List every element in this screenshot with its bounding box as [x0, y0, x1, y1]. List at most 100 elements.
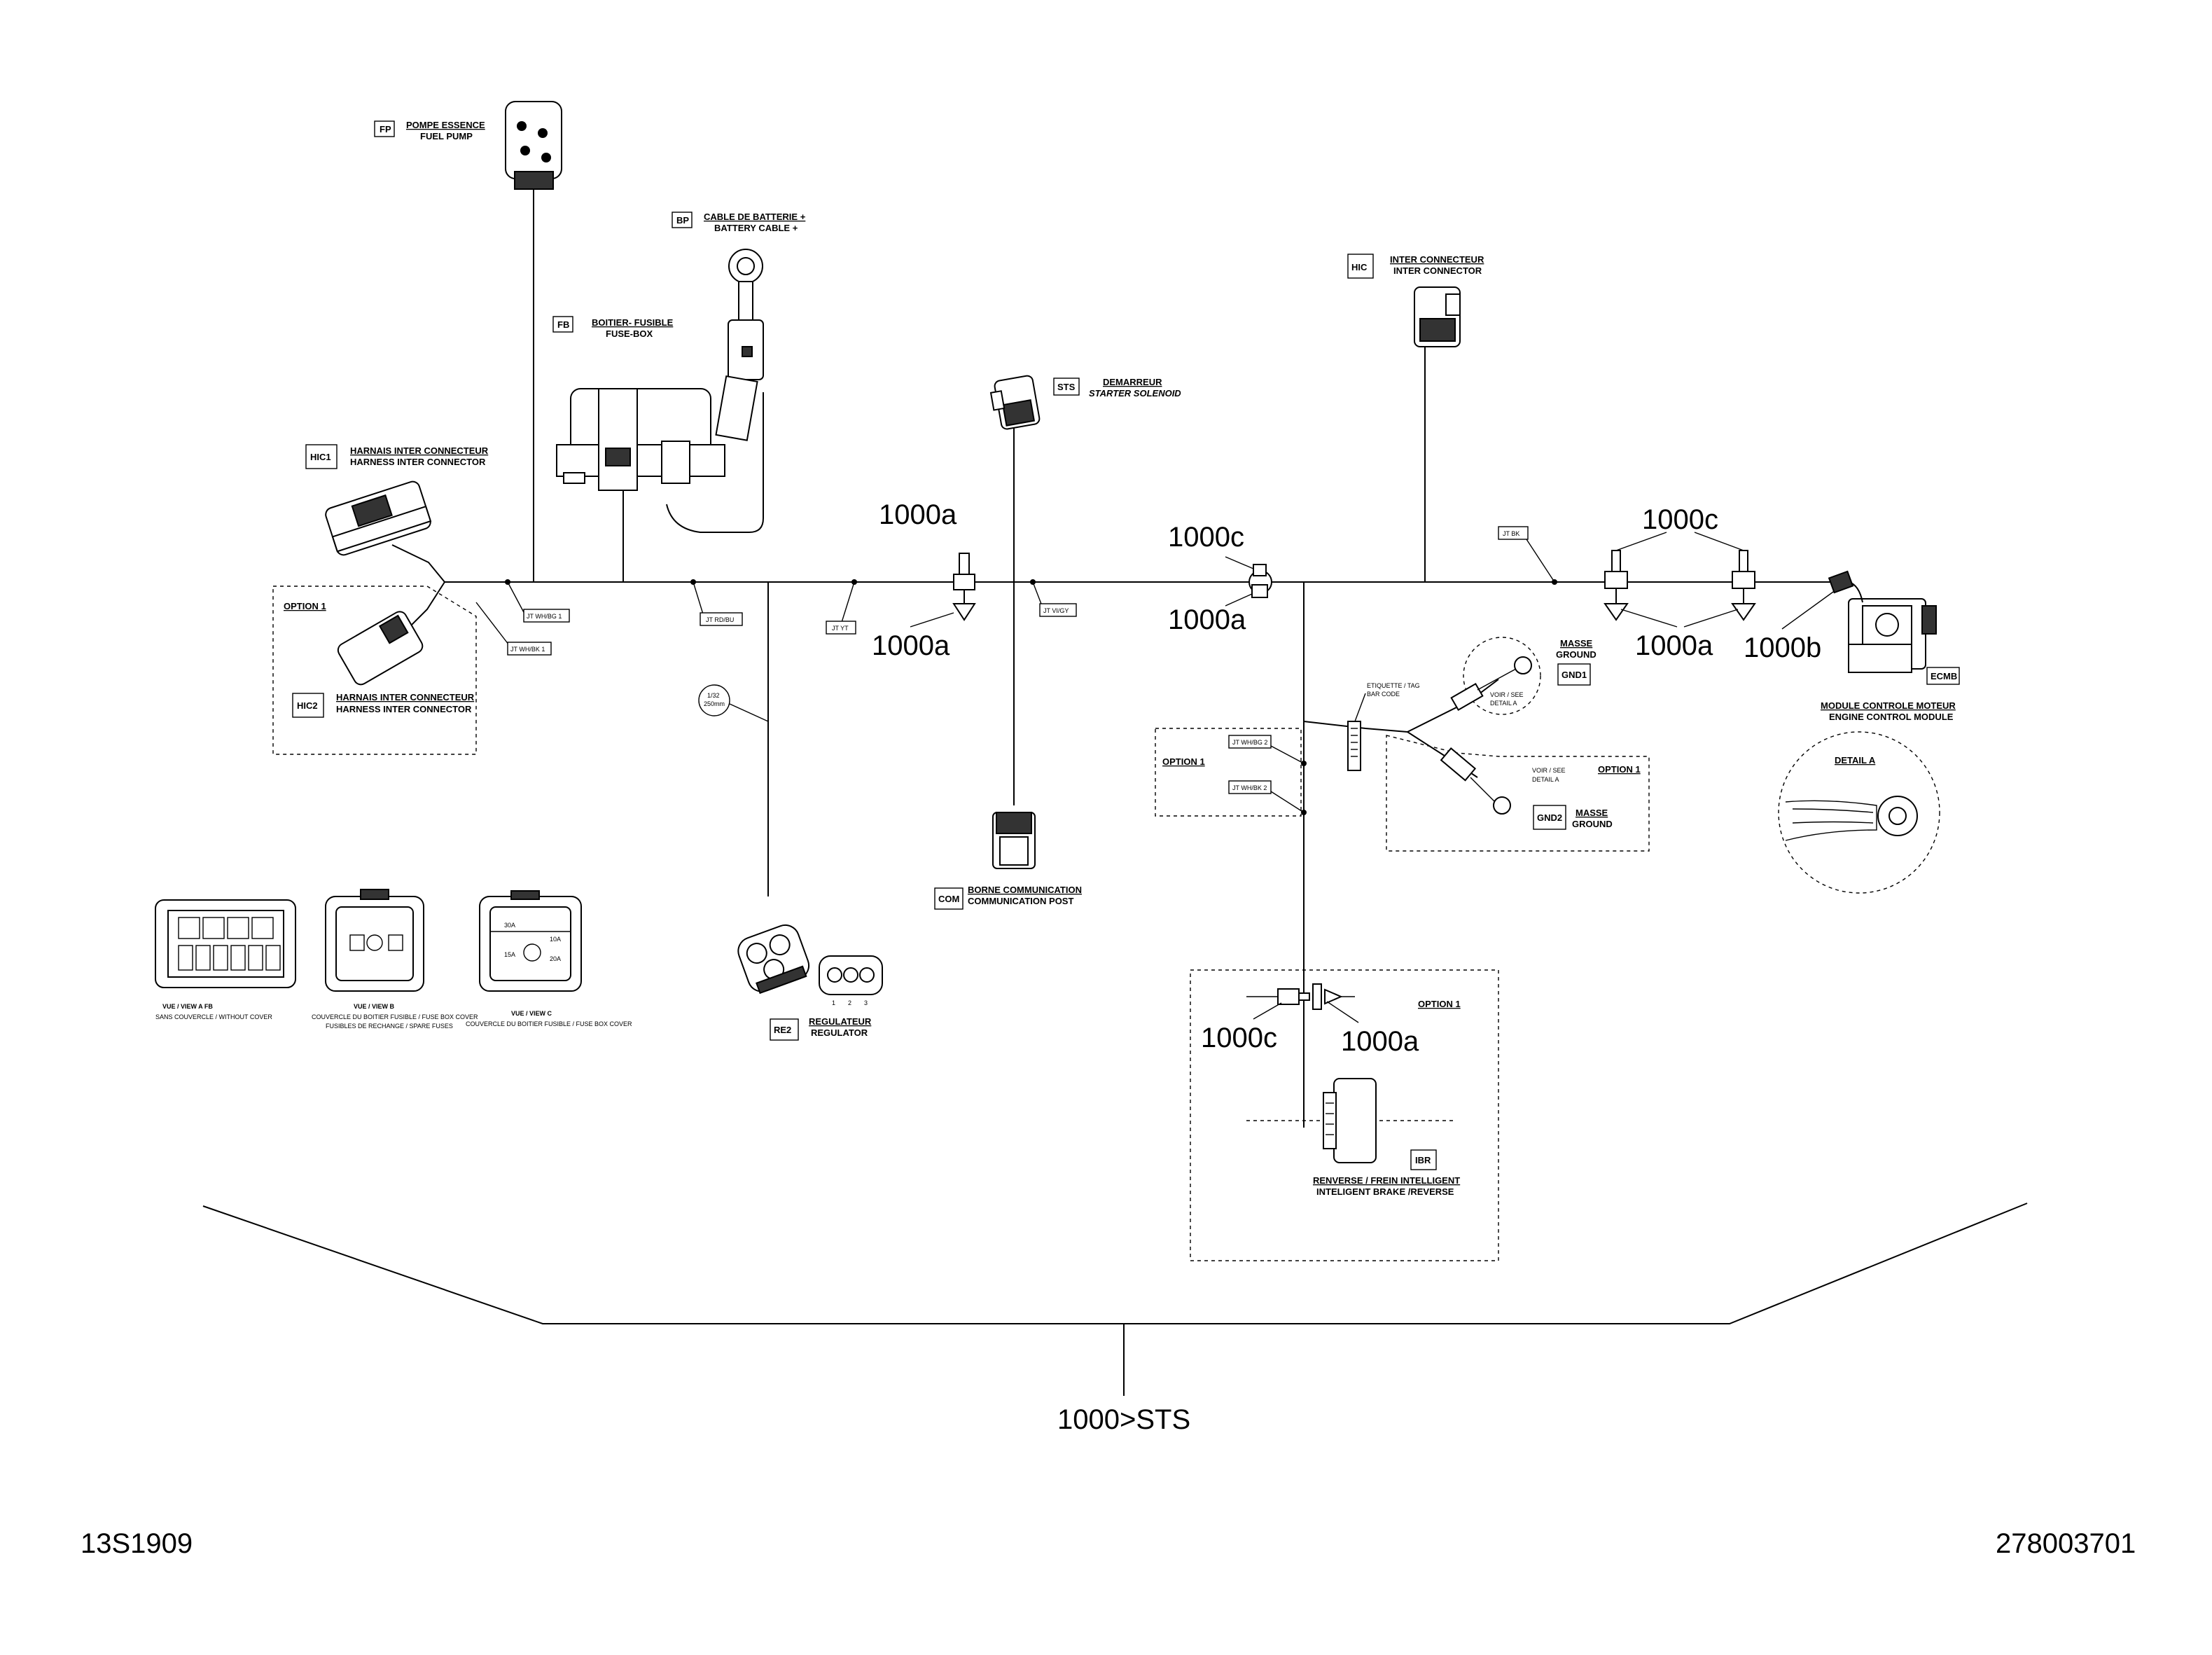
inter-connector-code: HIC — [1351, 262, 1368, 272]
callout-1000c-1: 1000c — [1168, 522, 1244, 553]
hic1-en: HARNESS INTER CONNECTOR — [350, 457, 486, 467]
svg-text:JT WH/BK 1: JT WH/BK 1 — [510, 646, 545, 653]
svg-text:JT WH/BK 2: JT WH/BK 2 — [1232, 784, 1267, 791]
svg-text:1/32: 1/32 — [707, 692, 720, 699]
option-box-ibr: OPTION 1 1000c 1000a IBR RENVERSE / FREI… — [1190, 969, 1499, 1261]
svg-text:DETAIL A: DETAIL A — [1490, 700, 1517, 707]
option-box-tape: OPTION 1 JT WH/BG 2 JT WH/BK 2 — [1155, 728, 1302, 817]
inter-connector — [1414, 286, 1461, 347]
callout-1000a-5: 1000a — [1341, 1026, 1419, 1057]
re2-code: RE2 — [774, 1025, 791, 1035]
svg-text:VOIR / SEE: VOIR / SEE — [1490, 691, 1524, 698]
gnd2-code: GND2 — [1537, 812, 1562, 823]
assembly-bracket: 1000>STS — [202, 1203, 2028, 1435]
tape-tag-4: JT YT — [826, 621, 856, 635]
starter-solenoid-code: STS — [1057, 382, 1076, 392]
barcode-tag: ETIQUETTE / TAG BAR CODE — [1347, 682, 1420, 771]
view-b-sub1: COUVERCLE DU BOITIER FUSIBLE / FUSE BOX … — [312, 1013, 478, 1020]
com-code: COM — [938, 894, 959, 904]
inter-connector-fr: INTER CONNECTEUR — [1390, 254, 1484, 265]
fuse-c-20a: 20A — [550, 955, 561, 962]
callout-1000c-2: 1000c — [1642, 504, 1718, 535]
option-box-hic2: OPTION 1 HIC2 HARNAIS INTER CONNECTEUR H… — [272, 586, 477, 755]
hic1-fr: HARNAIS INTER CONNECTEUR — [350, 445, 489, 456]
tape-tag-6: JT BK — [1498, 526, 1529, 540]
battery-cable-terminal — [715, 249, 764, 441]
fuse-c-30a: 30A — [504, 922, 515, 929]
gnd1-code: GND1 — [1561, 670, 1587, 680]
ecm-code: ECMB — [1931, 671, 1957, 681]
ecm-fr: MODULE CONTROLE MOTEUR — [1821, 700, 1956, 711]
svg-text:250mm: 250mm — [704, 700, 725, 707]
detail-a-title: DETAIL A — [1835, 755, 1876, 766]
view-b-title: VUE / VIEW B — [354, 1003, 395, 1010]
fuse-view-c: 30A 15A 10A 20A VUE / VIEW C COUVERCLE D… — [466, 890, 632, 1027]
view-a-sub: SANS COUVERCLE / WITHOUT COVER — [155, 1013, 272, 1020]
gnd1-fr: MASSE — [1560, 638, 1593, 649]
svg-text:JT BK: JT BK — [1503, 530, 1519, 537]
fuse-c-15a: 15A — [504, 951, 515, 958]
svg-text:1: 1 — [832, 999, 835, 1006]
inter-connector-label: HIC INTER CONNECTEUR INTER CONNECTOR — [1347, 254, 1484, 279]
hic2-code: HIC2 — [297, 700, 318, 711]
svg-text:JT WH/BG 2: JT WH/BG 2 — [1232, 739, 1267, 746]
assembly-label: 1000>STS — [1057, 1404, 1190, 1435]
callout-1000a-1: 1000a — [879, 499, 957, 530]
option-label-hic2: OPTION 1 — [284, 601, 326, 611]
battery-cable-code: BP — [676, 215, 689, 226]
tape-tag-3: JT RD/BU — [700, 612, 743, 626]
callout-1000c-3: 1000c — [1201, 1023, 1277, 1053]
splice-2 — [1248, 564, 1272, 598]
fuse-c-10a: 10A — [550, 936, 561, 943]
ecm-en: ENGINE CONTROL MODULE — [1829, 712, 1954, 722]
view-c-title: VUE / VIEW C — [511, 1010, 552, 1017]
view-a-title: VUE / VIEW A FB — [162, 1003, 213, 1010]
starter-solenoid-fr: DEMARREUR — [1103, 377, 1162, 387]
svg-text:JT RD/BU: JT RD/BU — [706, 616, 734, 623]
fuse-box-label: FB BOITIER- FUSIBLE FUSE-BOX — [552, 316, 674, 339]
re2-en: REGULATOR — [811, 1027, 868, 1038]
com-en: COMMUNICATION POST — [968, 896, 1073, 906]
ibr-code: IBR — [1415, 1155, 1431, 1165]
footer-left-code: 13S1909 — [81, 1528, 193, 1559]
battery-cable-fr: CABLE DE BATTERIE + — [704, 212, 806, 222]
fuse-box — [556, 388, 725, 491]
fuse-box-en: FUSE-BOX — [606, 328, 653, 339]
com-fr: BORNE COMMUNICATION — [968, 885, 1082, 895]
hic1-code: HIC1 — [310, 452, 331, 462]
ground-1-label: MASSE GROUND GND1 — [1556, 638, 1597, 686]
svg-text:VOIR / SEE: VOIR / SEE — [1532, 767, 1566, 774]
splice-3 — [1604, 550, 1629, 621]
footer-right-code: 278003701 — [1996, 1528, 2136, 1559]
ecm-label: ECMB MODULE CONTROLE MOTEUR ENGINE CONTR… — [1821, 667, 1960, 722]
tape-tag-5: JT VI/GY — [1039, 603, 1077, 617]
communication-post-label: COM BORNE COMMUNICATION COMMUNICATION PO… — [934, 885, 1082, 910]
option-label-tape: OPTION 1 — [1162, 756, 1205, 767]
ibr-en: INTELIGENT BRAKE /REVERSE — [1316, 1186, 1454, 1197]
splice-1 — [952, 553, 976, 621]
inter-connector-en: INTER CONNECTOR — [1393, 265, 1482, 276]
hic2-fr: HARNAIS INTER CONNECTEUR — [336, 692, 475, 702]
ibr-fr: RENVERSE / FREIN INTELLIGENT — [1313, 1175, 1460, 1186]
fuel-pump-connector — [505, 101, 562, 190]
option-label-gnd2: OPTION 1 — [1598, 764, 1641, 775]
svg-text:JT YT: JT YT — [832, 625, 849, 632]
starter-solenoid-en: STARTER SOLENOID — [1089, 388, 1181, 399]
re2-fr: REGULATEUR — [809, 1016, 872, 1027]
etiquette-label: ETIQUETTE / TAG — [1367, 682, 1420, 689]
fuse-box-fr: BOITIER- FUSIBLE — [592, 317, 674, 328]
barcode-label: BAR CODE — [1367, 691, 1400, 698]
option-box-gnd2: OPTION 1 VOIR / SEE DETAIL A GND2 MASSE … — [1386, 735, 1650, 852]
detail-a: DETAIL A — [1778, 731, 1940, 894]
svg-text:DETAIL A: DETAIL A — [1532, 776, 1559, 783]
tape-leaders — [475, 539, 1555, 813]
ground-1: VOIR / SEE DETAIL A — [1450, 637, 1541, 715]
fuel-pump-en: FUEL PUMP — [420, 131, 473, 141]
regulator-connector: 1 2 3 — [737, 924, 883, 1006]
gnd1-en: GROUND — [1556, 649, 1597, 660]
fuse-box-code: FB — [557, 319, 569, 330]
callout-1000a-2: 1000a — [872, 630, 950, 661]
option-label-ibr: OPTION 1 — [1418, 999, 1461, 1009]
engine-control-module — [1828, 570, 1937, 673]
hic1-connector — [325, 480, 432, 556]
